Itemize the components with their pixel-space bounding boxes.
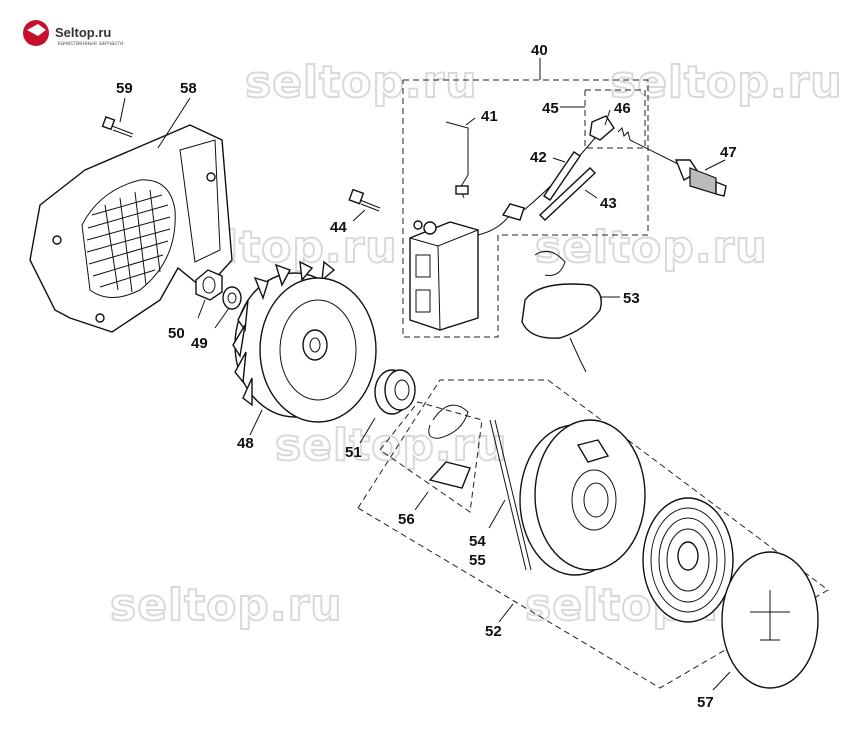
- part-42-tube: [543, 151, 581, 201]
- part-51-pawl-carrier: [374, 369, 416, 415]
- part-40-ignition-module: [409, 220, 479, 331]
- part-45-spark-boot: [589, 115, 615, 141]
- callout-49: 49: [191, 335, 208, 352]
- part-49-washer: [222, 286, 242, 310]
- brand-logo: Seltop.ru качественные запчасти: [23, 20, 123, 47]
- part-56-pawl: [428, 404, 471, 489]
- part-43-tube: [538, 167, 597, 221]
- part-44-screw: [348, 188, 381, 212]
- part-59-screw: [101, 116, 134, 138]
- rewind-spring: [642, 497, 734, 623]
- callout-46: 46: [614, 100, 631, 117]
- logo-name: Seltop.ru: [55, 25, 111, 40]
- callout-59: 59: [116, 80, 133, 97]
- callout-45: 45: [542, 100, 559, 117]
- callout-50: 50: [168, 325, 185, 342]
- part-53-handle: [521, 250, 602, 373]
- callout-52: 52: [485, 623, 502, 640]
- part-47-spark-plug: [629, 139, 727, 197]
- callout-42: 42: [530, 149, 547, 166]
- callout-55: 55: [469, 552, 486, 569]
- part-48-flywheel: [232, 260, 377, 423]
- part-54-cord: [489, 419, 532, 571]
- housing-grille: [86, 189, 171, 293]
- callout-58: 58: [180, 80, 197, 97]
- logo-tagline: качественные запчасти: [58, 41, 123, 47]
- flywheel-fins: [232, 260, 336, 407]
- callout-43: 43: [600, 195, 617, 212]
- callout-48: 48: [237, 435, 254, 452]
- part-46-spring: [617, 127, 631, 141]
- callout-40: 40: [531, 42, 548, 59]
- callout-51: 51: [345, 444, 362, 461]
- callout-53: 53: [623, 290, 640, 307]
- part-57-cover: [721, 551, 819, 689]
- part-58-housing: [29, 124, 233, 333]
- callouts: 59 58 40 41 45 46 47 42 43 44 53 50 49 4…: [116, 42, 737, 711]
- callout-47: 47: [720, 144, 737, 161]
- watermark-text: seltop.ru: [275, 420, 508, 471]
- part-52-starter-housing: [519, 419, 646, 576]
- watermark-text: seltop.ru: [110, 580, 343, 631]
- leader-lines: [119, 58, 731, 691]
- callout-56: 56: [398, 511, 415, 528]
- callout-41: 41: [481, 108, 498, 125]
- callout-57: 57: [697, 694, 714, 711]
- callout-54: 54: [469, 533, 486, 550]
- group-boundaries: [357, 79, 829, 689]
- part-50-nut: [195, 269, 223, 301]
- watermark-text: seltop.ru: [610, 57, 843, 108]
- callout-44: 44: [330, 219, 347, 236]
- part-41-wire-clip: [445, 121, 469, 199]
- watermark-text: seltop.ru: [535, 222, 768, 273]
- watermark-text: seltop.ru: [245, 57, 478, 108]
